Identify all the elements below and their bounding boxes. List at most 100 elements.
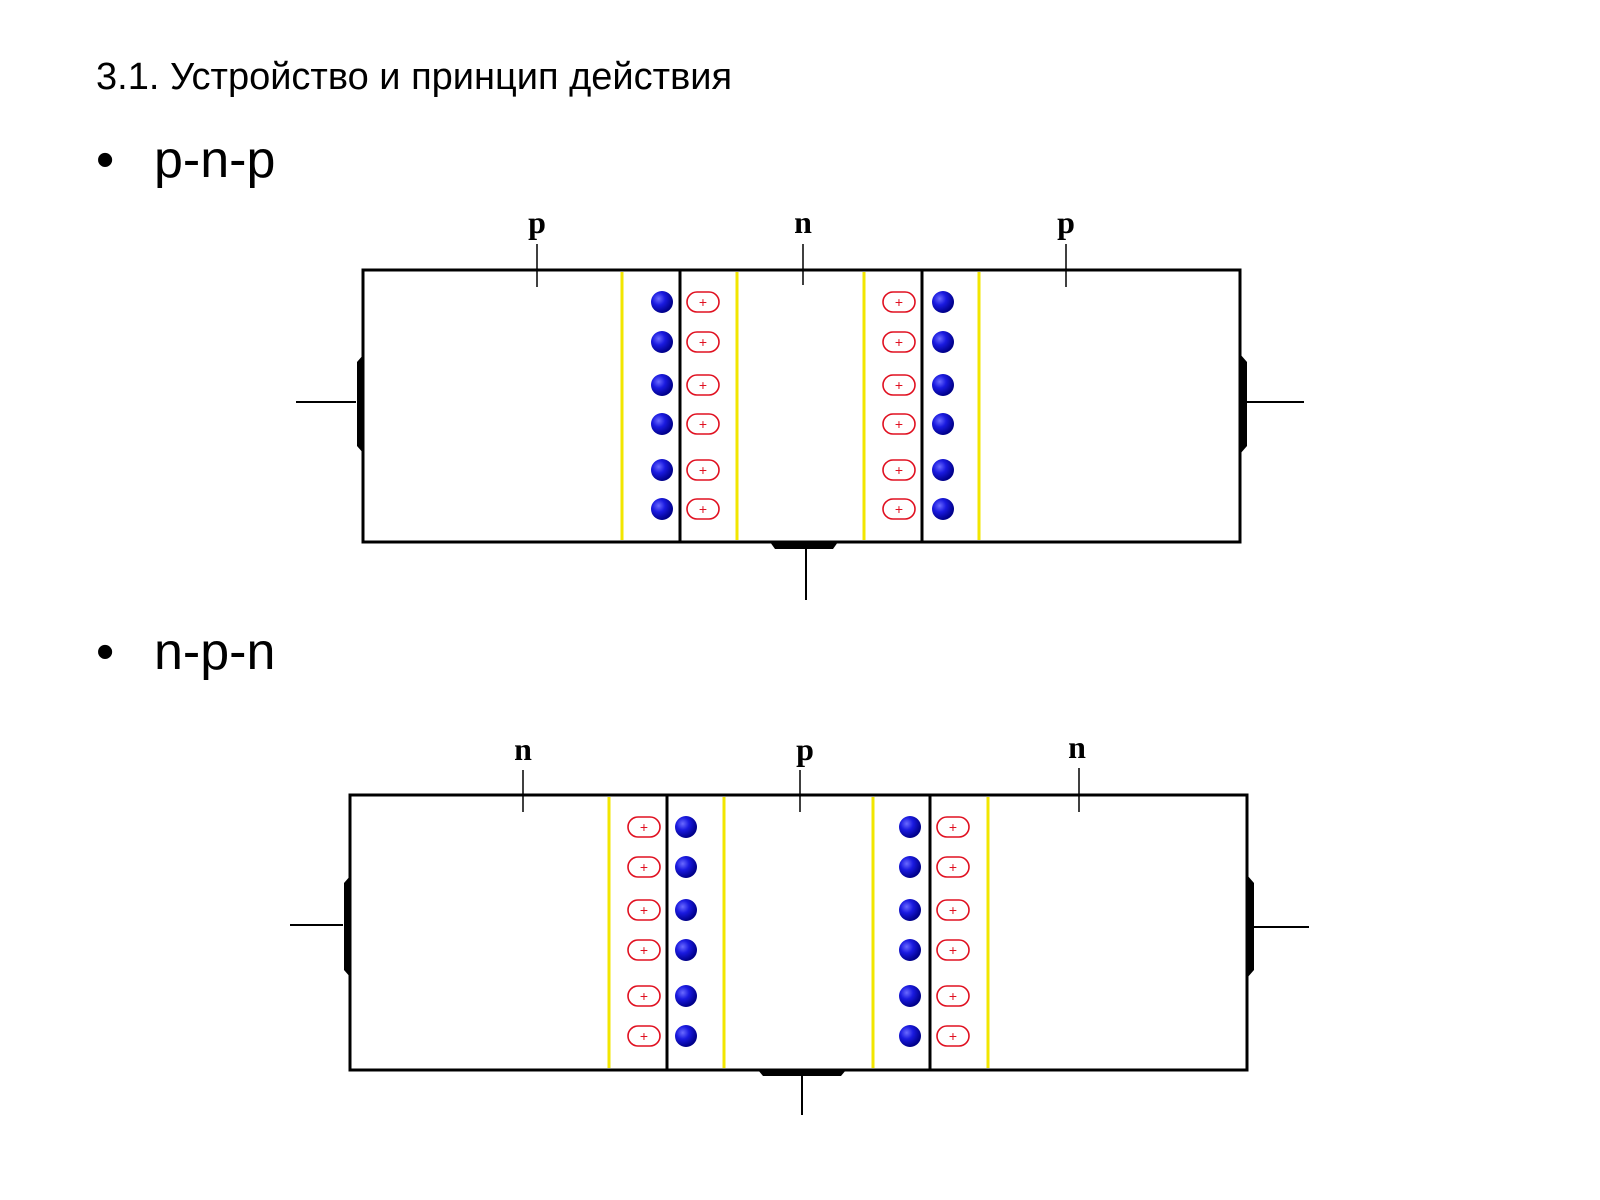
pnp-right-electron — [932, 374, 954, 396]
npn-left-ion: + — [627, 816, 661, 838]
ion-outline — [686, 498, 720, 520]
npn-right-ion: + — [936, 939, 970, 961]
ion-sign: + — [949, 1028, 957, 1044]
ion-sign: + — [640, 988, 648, 1004]
npn-region-label-right: n — [1068, 729, 1086, 765]
ion-sign: + — [895, 462, 903, 478]
pnp-left-ion: + — [686, 374, 720, 396]
pnp-right-electron — [932, 459, 954, 481]
npn-right-ion: + — [936, 856, 970, 878]
pnp-left-electron — [651, 291, 673, 313]
npn-body — [348, 793, 1249, 1072]
ion-outline — [686, 413, 720, 435]
ion-sign: + — [699, 416, 707, 432]
ion-outline — [936, 816, 970, 838]
bullet-marker: • — [96, 623, 115, 681]
ion-sign: + — [895, 416, 903, 432]
ion-outline — [627, 816, 661, 838]
ion-outline — [627, 856, 661, 878]
npn-right-electron — [899, 985, 921, 1007]
ion-sign: + — [699, 462, 707, 478]
npn-right-ion: + — [936, 985, 970, 1007]
pnp-left-ion: + — [686, 413, 720, 435]
npn-right-ion: + — [936, 899, 970, 921]
ion-sign: + — [895, 334, 903, 350]
pnp-right-ion: + — [882, 459, 916, 481]
ion-sign: + — [640, 902, 648, 918]
pnp-charges: ++++++++++++ — [651, 291, 954, 520]
ion-outline — [627, 939, 661, 961]
pnp-left-electron — [651, 459, 673, 481]
pnp-left-ion: + — [686, 291, 720, 313]
ion-outline — [882, 374, 916, 396]
ion-sign: + — [640, 819, 648, 835]
ion-outline — [882, 291, 916, 313]
npn-left-electron — [675, 856, 697, 878]
pnp-collector-contact — [1240, 354, 1247, 454]
ion-sign: + — [949, 988, 957, 1004]
npn-left-ion: + — [627, 899, 661, 921]
npn-collector-contact — [1247, 875, 1254, 978]
ion-sign: + — [895, 294, 903, 310]
pnp-base-contact — [770, 542, 838, 549]
pnp-left-electron — [651, 498, 673, 520]
npn-left-ion: + — [627, 856, 661, 878]
pnp-left-electron — [651, 374, 673, 396]
ion-outline — [936, 985, 970, 1007]
npn-right-electron — [899, 856, 921, 878]
ion-outline — [936, 1025, 970, 1047]
pnp-right-ion: + — [882, 374, 916, 396]
pnp-region-label-middle: n — [794, 204, 812, 240]
ion-sign: + — [949, 902, 957, 918]
ion-outline — [627, 985, 661, 1007]
ion-sign: + — [640, 859, 648, 875]
ion-sign: + — [640, 1028, 648, 1044]
npn-region-label-middle: p — [796, 731, 814, 767]
ion-outline — [882, 459, 916, 481]
bullet-label-pnp: p-n-p — [154, 131, 276, 189]
npn-left-electron — [675, 899, 697, 921]
npn-right-electron — [899, 816, 921, 838]
pnp-left-electron — [651, 331, 673, 353]
bullet-npn: •n-p-n — [96, 622, 275, 682]
npn-left-ion: + — [627, 985, 661, 1007]
ion-outline — [936, 856, 970, 878]
ion-outline — [686, 331, 720, 353]
npn-left-ion: + — [627, 1025, 661, 1047]
ion-sign: + — [949, 859, 957, 875]
npn-right-ion: + — [936, 1025, 970, 1047]
ion-outline — [686, 291, 720, 313]
npn-base-contact — [758, 1070, 846, 1076]
npn-left-ion: + — [627, 939, 661, 961]
npn-left-electron — [675, 985, 697, 1007]
npn-charges: + + + + + + + + + + + + — [627, 816, 970, 1047]
ion-outline — [882, 413, 916, 435]
pnp-right-ion: + — [882, 498, 916, 520]
pnp-left-ion: + — [686, 498, 720, 520]
ion-sign: + — [949, 942, 957, 958]
ion-outline — [627, 899, 661, 921]
ion-outline — [882, 331, 916, 353]
ion-sign: + — [949, 819, 957, 835]
bullet-marker: • — [96, 131, 115, 189]
bullet-pnp: • p-n-p — [96, 130, 275, 190]
pnp-right-electron — [932, 331, 954, 353]
pnp-emitter-contact — [357, 354, 364, 454]
ion-outline — [686, 459, 720, 481]
ion-sign: + — [699, 501, 707, 517]
npn-diagram: n p n ++++++++++++ — [290, 729, 1309, 1115]
pnp-right-electron — [932, 498, 954, 520]
pnp-left-electron — [651, 413, 673, 435]
pnp-body — [361, 268, 1242, 544]
pnp-right-ion: + — [882, 331, 916, 353]
pnp-right-ion: + — [882, 413, 916, 435]
ion-sign: + — [895, 501, 903, 517]
ion-sign: + — [640, 942, 648, 958]
npn-right-electron — [899, 939, 921, 961]
ion-sign: + — [699, 377, 707, 393]
ion-outline — [882, 498, 916, 520]
npn-emitter-contact — [344, 875, 351, 978]
slide-title: 3.1. Устройство и принцип действия — [96, 56, 733, 98]
npn-right-electron — [899, 1025, 921, 1047]
